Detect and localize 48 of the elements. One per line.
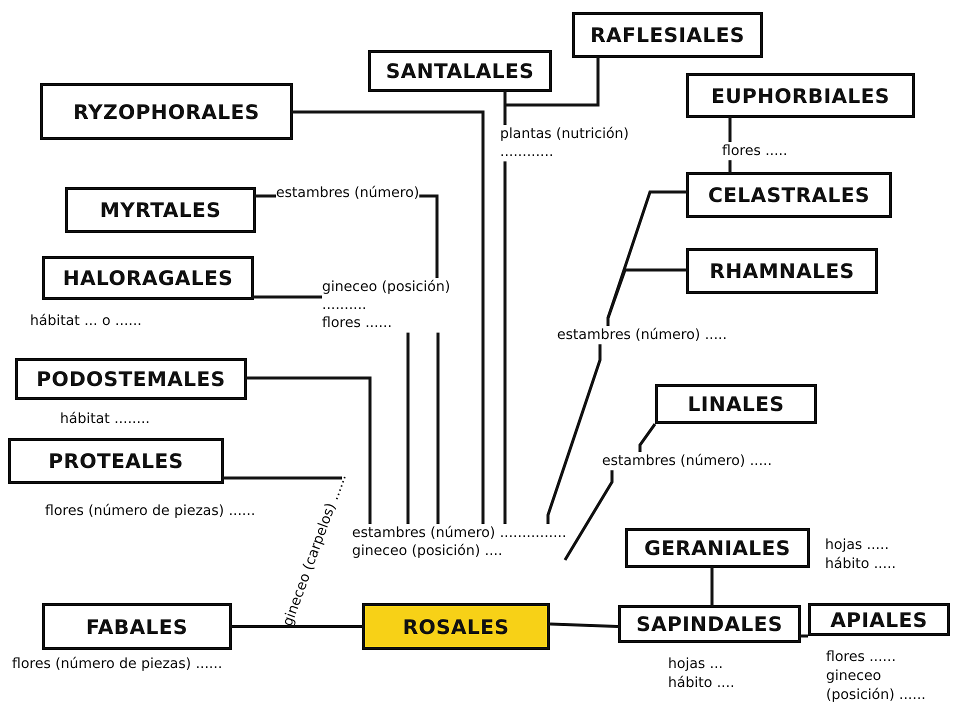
order-box: LINALES [655,384,817,424]
note-text: hábitat ........ [60,410,151,429]
note-text: hojas ... [668,655,724,674]
connector-line [546,344,602,524]
order-box: EUPHORBIALES [686,73,915,118]
note-text: flores (número de piezas) ...... [45,502,256,521]
order-box: APIALES [808,603,950,636]
connector-line [436,332,440,524]
note-text: hábito ..... [825,554,897,574]
order-box: PODOSTEMALES [15,358,247,400]
order-box: HALORAGALES [42,256,254,300]
connector-line [638,423,656,452]
order-box: RYZOPHORALES [40,83,293,140]
connector-line [232,625,362,628]
note-text: flores ...... [826,648,897,667]
junction-text: plantas (nutrición) [500,125,629,144]
note-text: hojas ..... [825,536,890,555]
connector-line [728,160,732,172]
connector-line [419,194,438,278]
connector-line [224,476,344,480]
junction-text: gineceo (posición) .... [352,542,502,560]
order-box: SANTALALES [368,50,552,92]
order-box: SAPINDALES [618,605,801,643]
connector-line [406,332,410,524]
connector-line [256,194,276,198]
connector-line [606,268,686,326]
note-text: gineceo (posición) ...... [826,666,927,705]
connector-line [293,110,484,524]
connector-line [254,296,322,298]
note-text: flores (número de piezas) ...... [12,655,224,674]
connector-line [504,161,506,524]
order-box: GERANIALES [625,528,810,568]
connector-line [728,118,732,142]
order-box: FABALES [42,603,232,650]
connector-line [550,622,618,628]
connector-line [801,634,808,638]
connector-line [247,376,372,524]
note-text: hábito .... [668,674,736,693]
order-box: RAFLESIALES [572,12,763,58]
order-box: PROTEALES [8,438,224,484]
connector-line [710,568,714,605]
order-box: CELASTRALES [686,172,892,218]
note-text: hábitat ... o ...... [30,312,143,331]
highlighted-order-box: ROSALES [362,603,550,650]
junction-text: gineceo (posición) [322,278,450,296]
order-box: RHAMNALES [686,248,878,294]
connector-line [564,470,614,562]
order-box: MYRTALES [65,187,256,233]
